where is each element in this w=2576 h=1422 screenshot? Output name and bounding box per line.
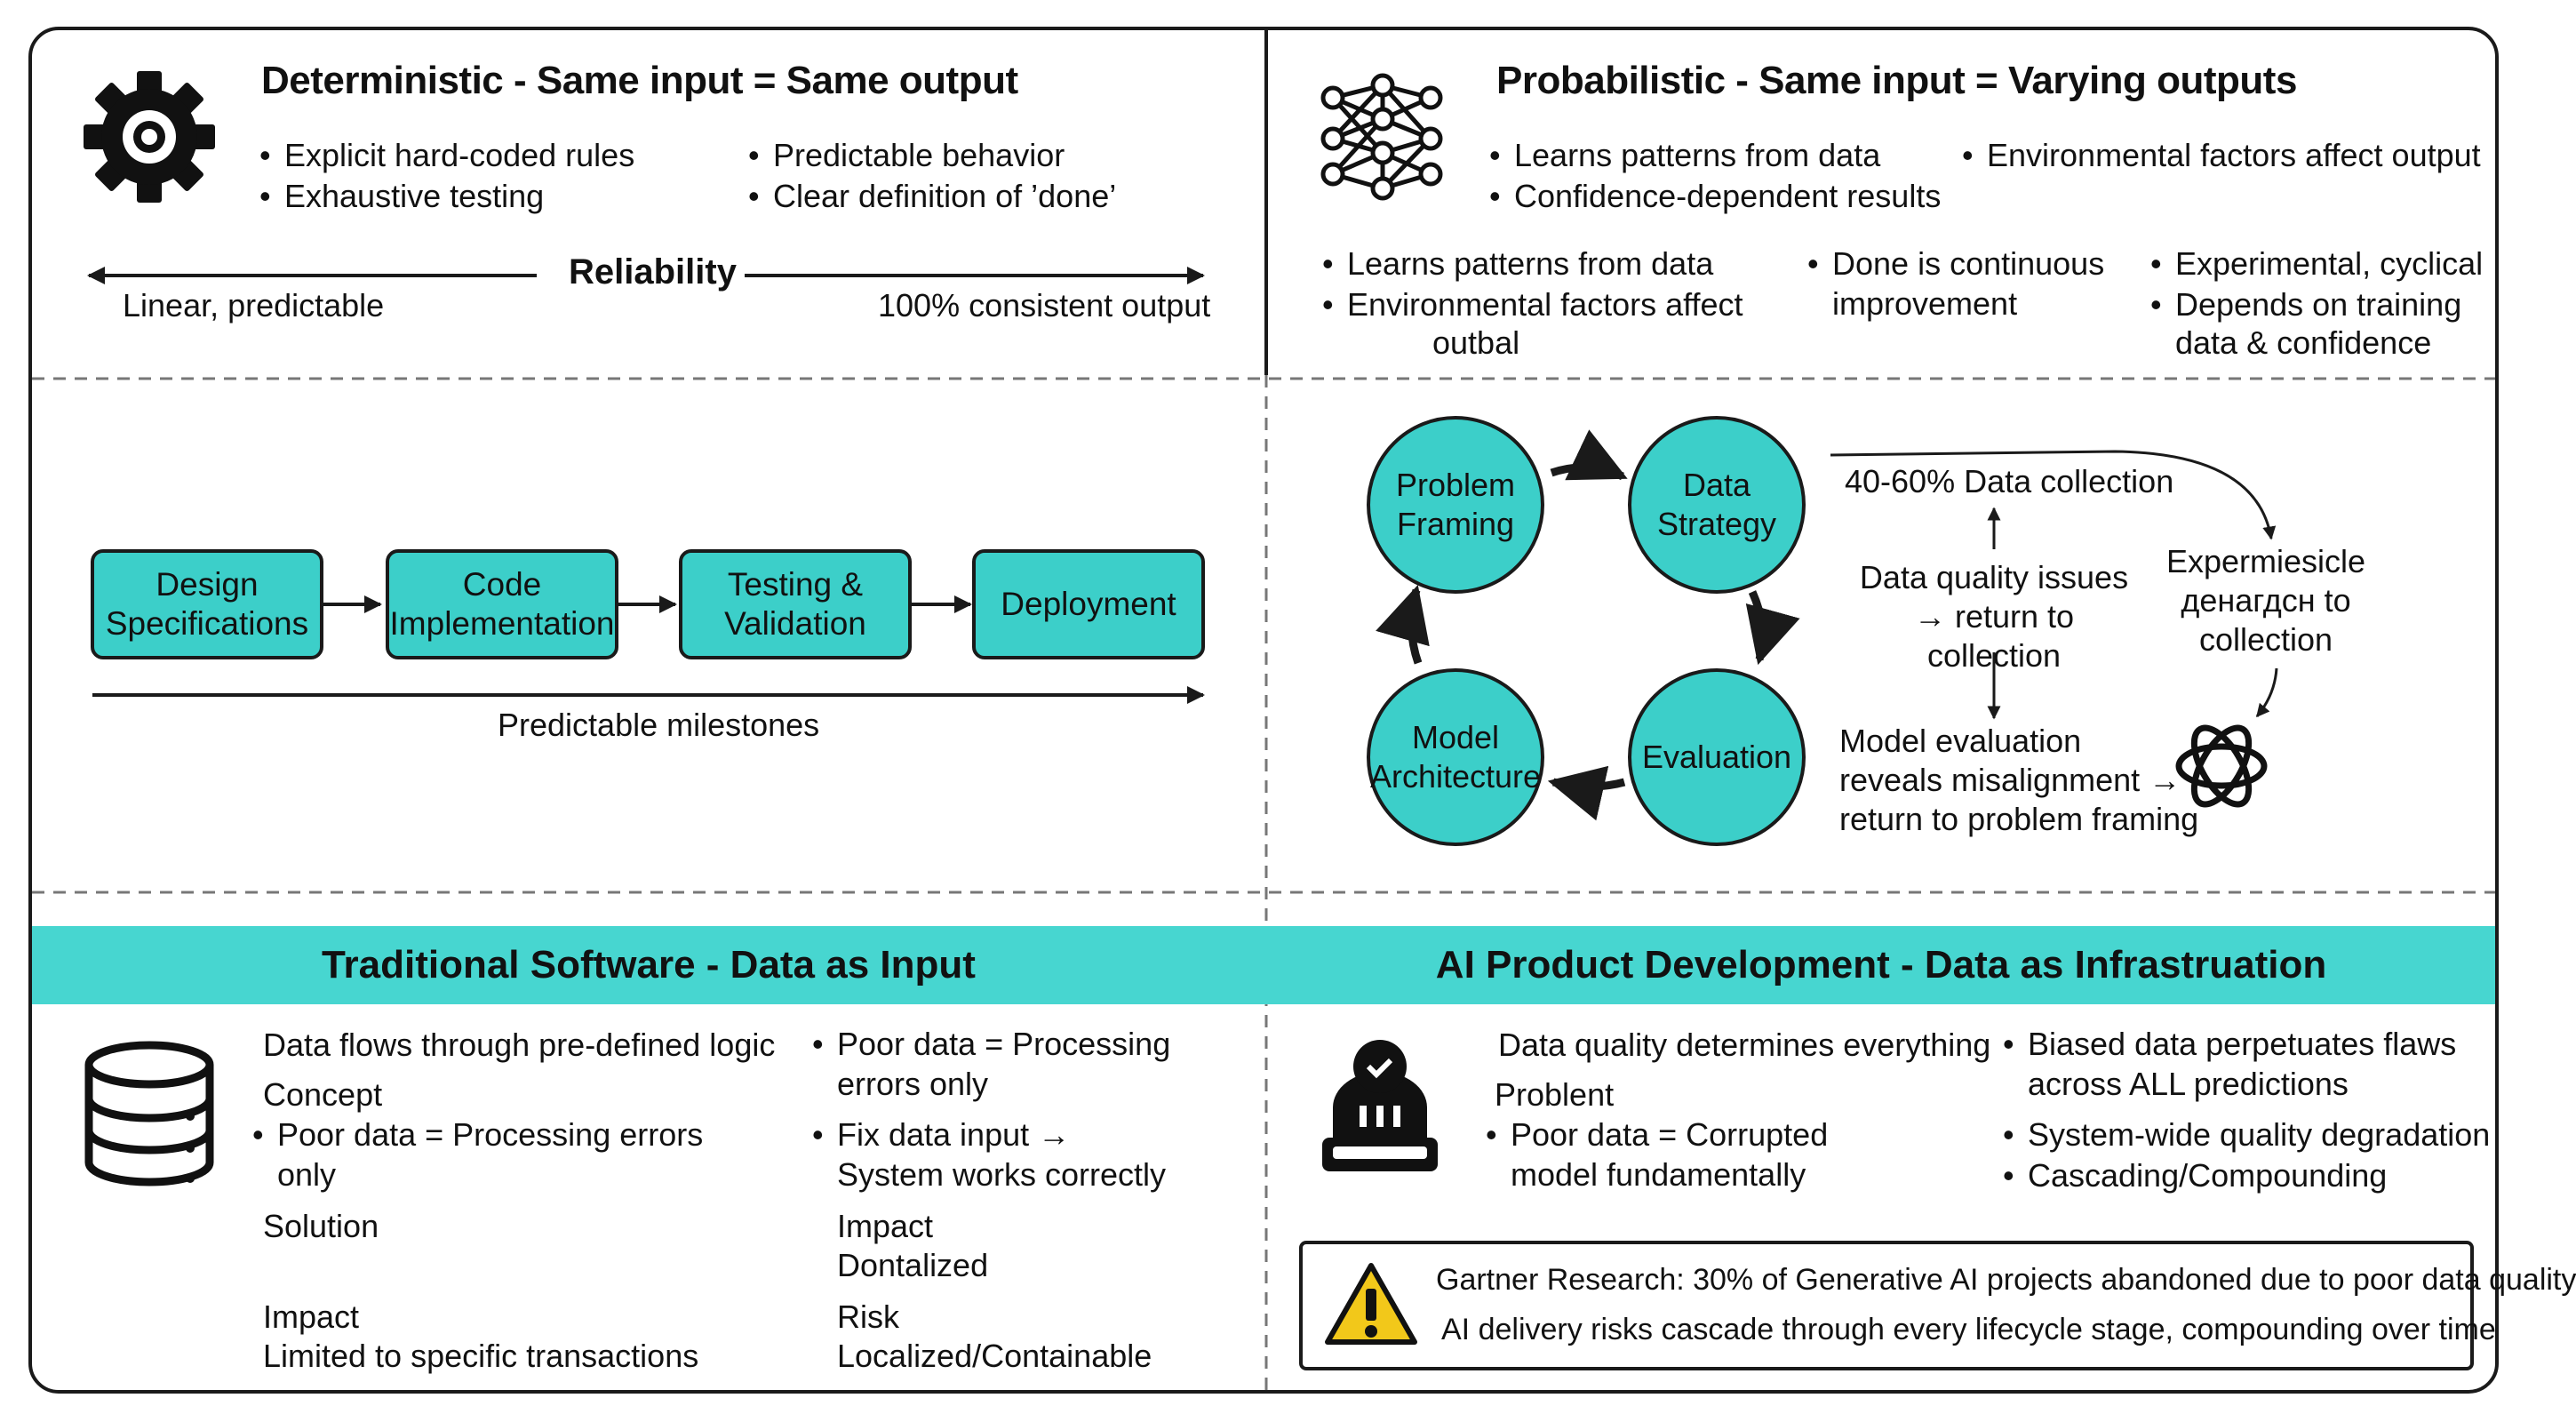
band-title-traditional: Traditional Software - Data as Input [322,943,976,987]
probabilistic-col1: Learns patterns from data Environmental … [1322,244,1743,325]
cycle-node-model-architecture: Model Architecture [1367,668,1544,846]
data-engineer-icon [1322,1040,1438,1171]
ai-problem-bullet: Poor data = Corrupted [1486,1114,1828,1155]
list-item: Learns patterns from data [1489,135,1941,176]
list-item: Fix data input → [812,1114,1070,1155]
deterministic-title: Deterministic - Same input = Same output [261,59,1018,102]
section-band [32,926,2495,1004]
database-icon [84,1041,214,1186]
deterministic-bullets-left: Explicit hard-coded rules Exhaustive tes… [259,135,634,217]
note-data-quality: Data quality issues → return to collecti… [1859,559,2129,674]
traditional-impact2-label: Impact [837,1208,934,1244]
milestones-label: Predictable milestones [498,707,820,743]
ai-problem-label: Problent [1495,1076,1615,1113]
probabilistic-col2: Done is continuous [1807,244,2104,284]
traditional-right-bullet1: Poor data = Processing [812,1024,1170,1065]
traditional-risk-value: Localized/Containable [837,1338,1152,1374]
ai-right-bullet1-cont: across ALL predictions [2028,1066,2349,1102]
list-item: Poor data = Processing errors [252,1114,703,1155]
warning-icon [1325,1263,1417,1345]
list-item: Explicit hard-coded rules [259,135,634,176]
list-item: Depends on training [2150,284,2483,325]
list-item: System-wide quality degradation [2003,1114,2490,1155]
traditional-solution-label: Solution [263,1208,379,1244]
ai-right-bullets: System-wide quality degradation Cascadin… [2003,1114,2490,1196]
traditional-intro: Data flows through pre-defined logic [263,1027,776,1063]
traditional-risk-label: Risk [837,1298,899,1335]
reliability-label: Reliability [569,252,737,292]
traditional-impact-value: Limited to specific transactions [263,1338,699,1374]
traditional-concept-cont: only [277,1156,337,1193]
pipeline-step-code: Code Implementation [386,549,618,659]
probabilistic-title: Probabilistic - Same input = Varying out… [1496,59,2297,102]
ai-knot-icon [2175,724,2268,808]
alert-line-2: AI delivery risks cascade through every … [1441,1313,2496,1346]
list-item: Poor data = Corrupted [1486,1114,1828,1155]
pipeline-step-testing: Testing & Validation [679,549,912,659]
probabilistic-col2-cont: improvement [1832,285,2018,322]
gartner-alert-box: Gartner Research: 30% of Generative AI p… [1299,1241,2576,1370]
traditional-impact-label: Impact [263,1298,360,1335]
cycle-arrow-framing-to-strategy [1550,429,1628,481]
cycle-arrow-evaluation-to-architecture [1547,765,1626,821]
traditional-right-bullet2: Fix data input → [812,1114,1070,1155]
probabilistic-bullets-b: Environmental factors affect output [1962,135,2481,176]
list-item: Clear definition of ’done’ [748,176,1116,217]
pipeline-step-deployment: Deployment [972,549,1205,659]
traditional-right-bullet1-cont: errors only [837,1066,989,1102]
cycle-node-problem-framing: Problem Framing [1367,416,1544,594]
collection-curve-arrow [1830,450,2277,540]
cycle-arrow-architecture-to-framing [1376,584,1430,665]
reliability-right-label: 100% consistent output [878,287,1211,324]
list-item: Predictable behavior [748,135,1116,176]
neural-network-icon [1320,73,1443,201]
ai-intro: Data quality determines everything [1498,1027,1991,1063]
alert-line-1: Gartner Research: 30% of Generative AI p… [1436,1263,2576,1297]
note-model-evaluation: Model evaluation reveals misalignment → … [1839,723,2199,837]
cycle-node-evaluation: Evaluation [1628,668,1806,846]
traditional-concept-bullet: Poor data = Processing errors [252,1114,703,1155]
list-item: Poor data = Processing [812,1024,1170,1065]
reliability-left-label: Linear, predictable [123,287,385,324]
list-item: Environmental factors affect output [1962,135,2481,176]
pipeline-step-design: Design Specifications [91,549,323,659]
cycle-arrow-strategy-to-evaluation [1745,590,1800,666]
ai-problem-cont: model fundamentally [1511,1156,1806,1193]
diagram-frame [28,27,2499,1394]
list-item: Cascading/Compounding [2003,1155,2490,1196]
probabilistic-col3-cont: data & confidence [2175,324,2432,361]
traditional-impact2-value: Dontalized [837,1247,989,1283]
list-item: Environmental factors affect [1322,284,1743,325]
traditional-right-bullet2-cont: System works correctly [837,1156,1167,1193]
experiment-curve-arrow [2255,667,2278,718]
list-item: Done is continuous [1807,244,2104,284]
cycle-node-data-strategy: Data Strategy [1628,416,1806,594]
traditional-concept-label: Concept [263,1076,383,1113]
note-experiment: Expermiesicle денагдсн to collection [2165,543,2366,658]
probabilistic-bullets-a: Learns patterns from data Confidence-dep… [1489,135,1941,217]
list-item: Learns patterns from data [1322,244,1743,284]
probabilistic-col1-cont: outbal [1432,324,1520,361]
list-item: Exhaustive testing [259,176,634,217]
deterministic-bullets-right: Predictable behavior Clear definition of… [748,135,1116,217]
gear-icon [84,71,215,203]
list-item: Biased data perpetuates flaws [2003,1024,2456,1065]
note-data-collection: 40-60% Data collection [1845,463,2174,499]
list-item: Experimental, cyclical [2150,244,2483,284]
list-item: Confidence-dependent results [1489,176,1941,217]
probabilistic-col3: Experimental, cyclical Depends on traini… [2150,244,2483,325]
band-title-ai: AI Product Development - Data as Infrast… [1435,943,2327,987]
ai-right-bullet1: Biased data perpetuates flaws [2003,1024,2456,1065]
